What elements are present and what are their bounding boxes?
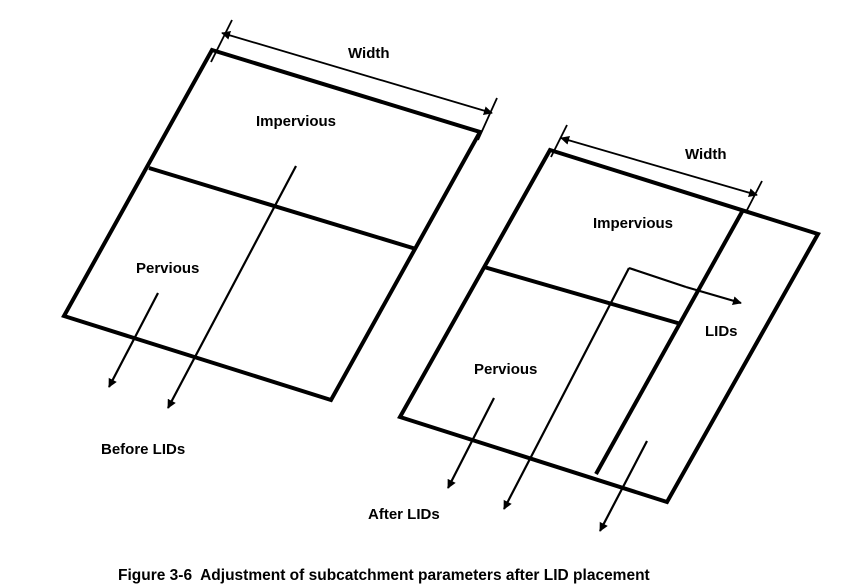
after-width-label: Width — [685, 146, 727, 163]
after-lids-label: LIDs — [705, 323, 738, 340]
after-pervious-flow-arrow — [447, 397, 495, 489]
before-width-arrow — [221, 30, 493, 116]
after-impervious-label: Impervious — [593, 215, 673, 232]
after-impervious-flow-arrow — [503, 267, 630, 510]
after-width-arrow — [560, 135, 758, 198]
after-width-tick-right — [745, 180, 763, 213]
after-lid-routing-arrow — [628, 266, 687, 289]
after-lid-routing-arrow-head — [685, 285, 742, 306]
before-width-label: Width — [348, 45, 390, 62]
before-impervious-flow-arrow — [167, 165, 297, 409]
before-pervious-flow-arrow — [108, 292, 159, 388]
after-subcatchment-outline — [397, 147, 821, 505]
before-lids-panel — [61, 19, 498, 409]
after-lid-divider — [594, 209, 745, 475]
after-pervious-label: Pervious — [474, 361, 537, 378]
after-divider — [483, 265, 682, 326]
before-pervious-label: Pervious — [136, 260, 199, 277]
figure-caption: Figure 3-6 Adjustment of subcatchment pa… — [118, 567, 650, 584]
after-lids-panel — [397, 124, 821, 532]
after-lid-flow-arrow — [599, 440, 648, 532]
before-subcatchment-outline — [61, 47, 483, 403]
before-impervious-label: Impervious — [256, 113, 336, 130]
before-caption: Before LIDs — [101, 441, 185, 458]
after-caption: After LIDs — [368, 506, 440, 523]
before-divider — [148, 166, 417, 251]
